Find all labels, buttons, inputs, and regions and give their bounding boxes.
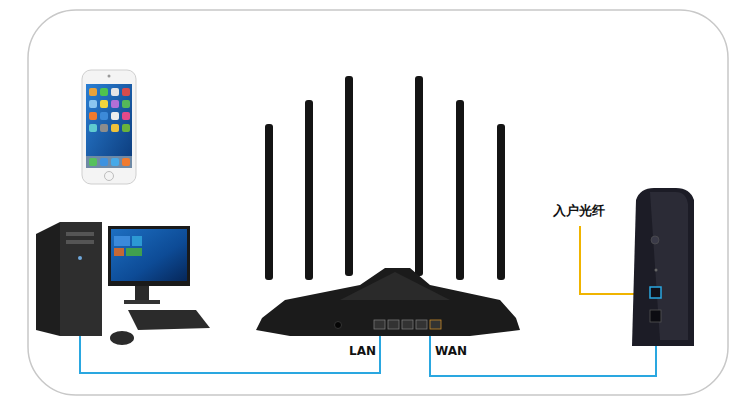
optical-modem — [632, 188, 694, 346]
port-label: WAN — [435, 345, 467, 358]
frame — [28, 10, 728, 395]
lan-cable — [80, 331, 380, 373]
desktop-pc — [36, 222, 210, 345]
phone-icon — [82, 70, 136, 184]
port-label: LAN — [349, 345, 376, 358]
router — [256, 76, 520, 336]
fiber-label: 入户光纤 — [553, 204, 605, 218]
